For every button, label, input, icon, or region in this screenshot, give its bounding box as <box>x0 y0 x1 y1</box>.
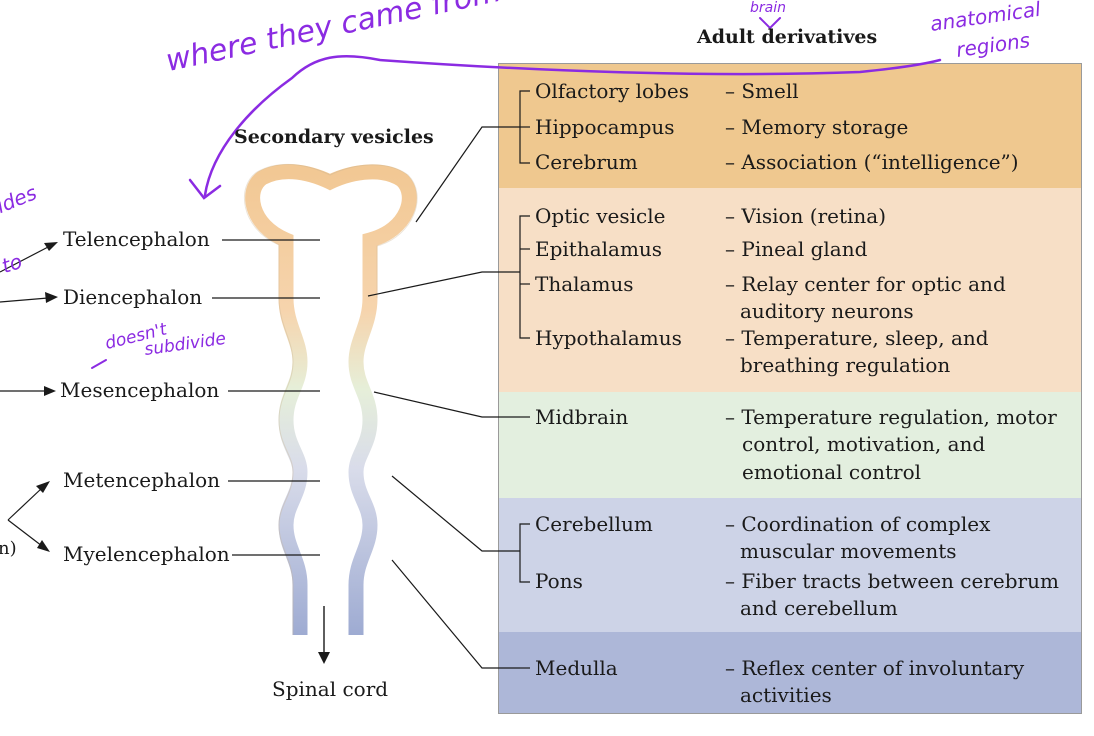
vesicle-diencephalon: Diencephalon <box>63 285 203 309</box>
function-midbrain-line2: control, motivation, and <box>742 432 986 456</box>
handwritten-arrowhead <box>188 178 222 200</box>
structure-optic-vesicle: Optic vesicle <box>535 204 666 228</box>
function-medulla: – Reflex center of involuntary <box>725 656 1025 680</box>
cropped-primary-label: n) <box>0 538 17 559</box>
handwritten-brain: brain <box>750 0 786 16</box>
tube-outer-edge <box>243 163 418 635</box>
function-hippocampus: – Memory storage <box>725 115 909 139</box>
handwritten-arrow-path <box>203 54 942 197</box>
function-hypothalamus: – Temperature, sleep, and <box>725 326 989 350</box>
structure-thalamus: Thalamus <box>535 272 634 296</box>
secondary-vesicles-heading: Secondary vesicles <box>234 126 434 148</box>
function-olfactory-lobes: – Smell <box>725 79 799 103</box>
band-myelencephalon <box>498 632 1082 714</box>
structure-cerebrum: Cerebrum <box>535 150 638 174</box>
function-midbrain: – Temperature regulation, motor <box>725 405 1057 429</box>
spinal-cord-label: Spinal cord <box>272 677 389 701</box>
structure-cerebellum: Cerebellum <box>535 512 653 536</box>
vesicle-mesencephalon: Mesencephalon <box>60 378 220 402</box>
structure-midbrain: Midbrain <box>535 405 629 429</box>
band-metencephalon <box>498 498 1082 632</box>
function-midbrain-line3: emotional control <box>742 460 922 484</box>
structure-epithalamus: Epithalamus <box>535 237 663 261</box>
function-pons-line2: and cerebellum <box>740 596 898 620</box>
handwritten-dash <box>91 359 107 369</box>
vesicle-metencephalon: Metencephalon <box>63 468 221 492</box>
function-cerebellum: – Coordination of complex <box>725 512 991 536</box>
function-pons: – Fiber tracts between cerebrum <box>725 569 1059 593</box>
function-epithalamus: – Pineal gland <box>725 237 868 261</box>
function-thalamus-line2: auditory neurons <box>740 299 914 323</box>
function-medulla-line2: activities <box>740 683 832 707</box>
band-midbrain <box>498 392 1082 498</box>
function-cerebrum: – Association (“intelligence”) <box>725 150 1019 174</box>
structure-medulla: Medulla <box>535 656 618 680</box>
structure-hypothalamus: Hypothalamus <box>535 326 682 350</box>
band-forebrain-diencephalon <box>498 188 1082 392</box>
function-optic-vesicle: – Vision (retina) <box>725 204 887 228</box>
structure-olfactory-lobes: Olfactory lobes <box>535 79 689 103</box>
structure-pons: Pons <box>535 569 583 593</box>
table-border <box>498 63 1082 714</box>
handwritten-caret <box>759 17 781 30</box>
structure-hippocampus: Hippocampus <box>535 115 675 139</box>
adult-derivatives-heading: Adult derivatives <box>697 26 878 48</box>
vesicle-telencephalon: Telencephalon <box>63 227 210 251</box>
vesicle-myelencephalon: Myelencephalon <box>63 542 230 566</box>
function-hypothalamus-line2: breathing regulation <box>740 353 951 377</box>
function-thalamus: – Relay center for optic and <box>725 272 1006 296</box>
function-cerebellum-line2: muscular movements <box>740 539 957 563</box>
band-forebrain-telencephalon <box>498 63 1082 188</box>
neural-tube-outline <box>245 164 417 635</box>
